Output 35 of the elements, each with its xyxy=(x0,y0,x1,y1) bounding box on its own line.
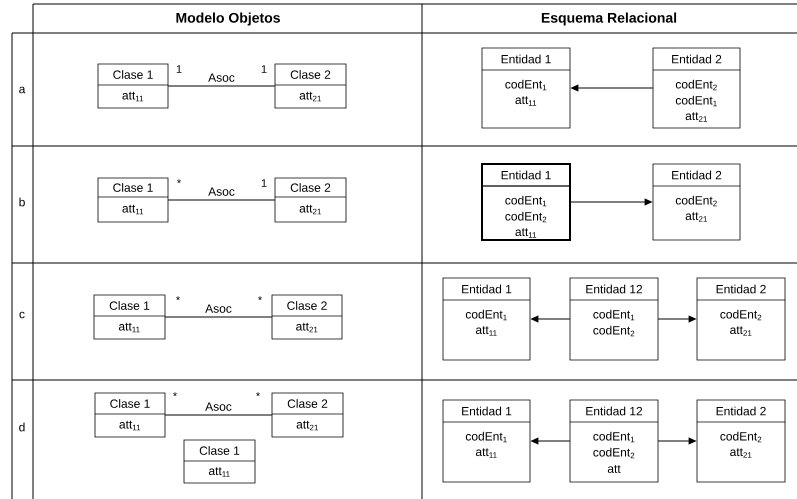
edge-label: Asoc xyxy=(208,73,235,82)
class-box: Clase 1 att$_{11}$ xyxy=(98,64,168,108)
class-box: Clase 1 att$_{11}$ xyxy=(94,392,166,438)
class-box: Clase 2 att$_{21}$ xyxy=(274,178,346,222)
row-letter: c xyxy=(20,312,25,318)
class-box: Clase 1 att$_{11}$ xyxy=(98,178,168,222)
entity-box: Entidad 1 codEnt$_{1}$ codEnt$_{2}$ att$_{11}$ xyxy=(481,163,571,241)
entity-box: Entidad 2 codEnt$_{2}$ att$_{21}$ xyxy=(696,278,786,360)
association-line xyxy=(164,414,272,416)
entity-box: Entidad 2 codEnt$_{2}$ att$_{21}$ xyxy=(696,400,786,482)
multiplicity: * xyxy=(173,392,177,396)
entity-box: Entidad 2 codEnt$_{2}$ codEnt$_{1}$ att$_{21}$ xyxy=(652,48,740,128)
entity-box: Entidad 1 codEnt$_{1}$ att$_{11}$ xyxy=(482,48,570,128)
multiplicity: * xyxy=(176,296,180,300)
entity-box: Entidad 12 codEnt$_{1}$ codEnt$_{2}$ att xyxy=(570,400,658,482)
class-box: Clase 1 att$_{11}$ xyxy=(94,294,166,340)
entity-box: Entidad 1 codEnt$_{1}$ att$_{11}$ xyxy=(442,278,530,360)
class-box: Clase 2 att$_{21}$ xyxy=(274,64,346,108)
multiplicity: * xyxy=(258,296,262,300)
class-box: Clase 1 att$_{11}$ xyxy=(184,440,256,484)
column-header: Esquema Relacional xyxy=(542,12,676,26)
entity-box: Entidad 12 codEnt$_{1}$ codEnt$_{2}$ xyxy=(570,278,658,360)
edge-label: Asoc xyxy=(205,304,232,313)
row-letter: d xyxy=(19,422,25,432)
class-box: Clase 2 att$_{21}$ xyxy=(272,392,344,438)
entity-box: Entidad 1 codEnt$_{1}$ att$_{11}$ xyxy=(442,400,530,482)
row-letter: a xyxy=(19,86,26,94)
edge-label: Asoc xyxy=(205,402,232,411)
class-box: Clase 2 att$_{21}$ xyxy=(272,294,342,340)
edge-label: Asoc xyxy=(208,187,235,196)
column-header: Modelo Objetos xyxy=(176,12,280,26)
entity-box: Entidad 2 codEnt$_{2}$ att$_{21}$ xyxy=(652,164,740,240)
association-line xyxy=(164,316,272,318)
multiplicity: * xyxy=(256,392,260,396)
row-letter: b xyxy=(19,198,25,206)
